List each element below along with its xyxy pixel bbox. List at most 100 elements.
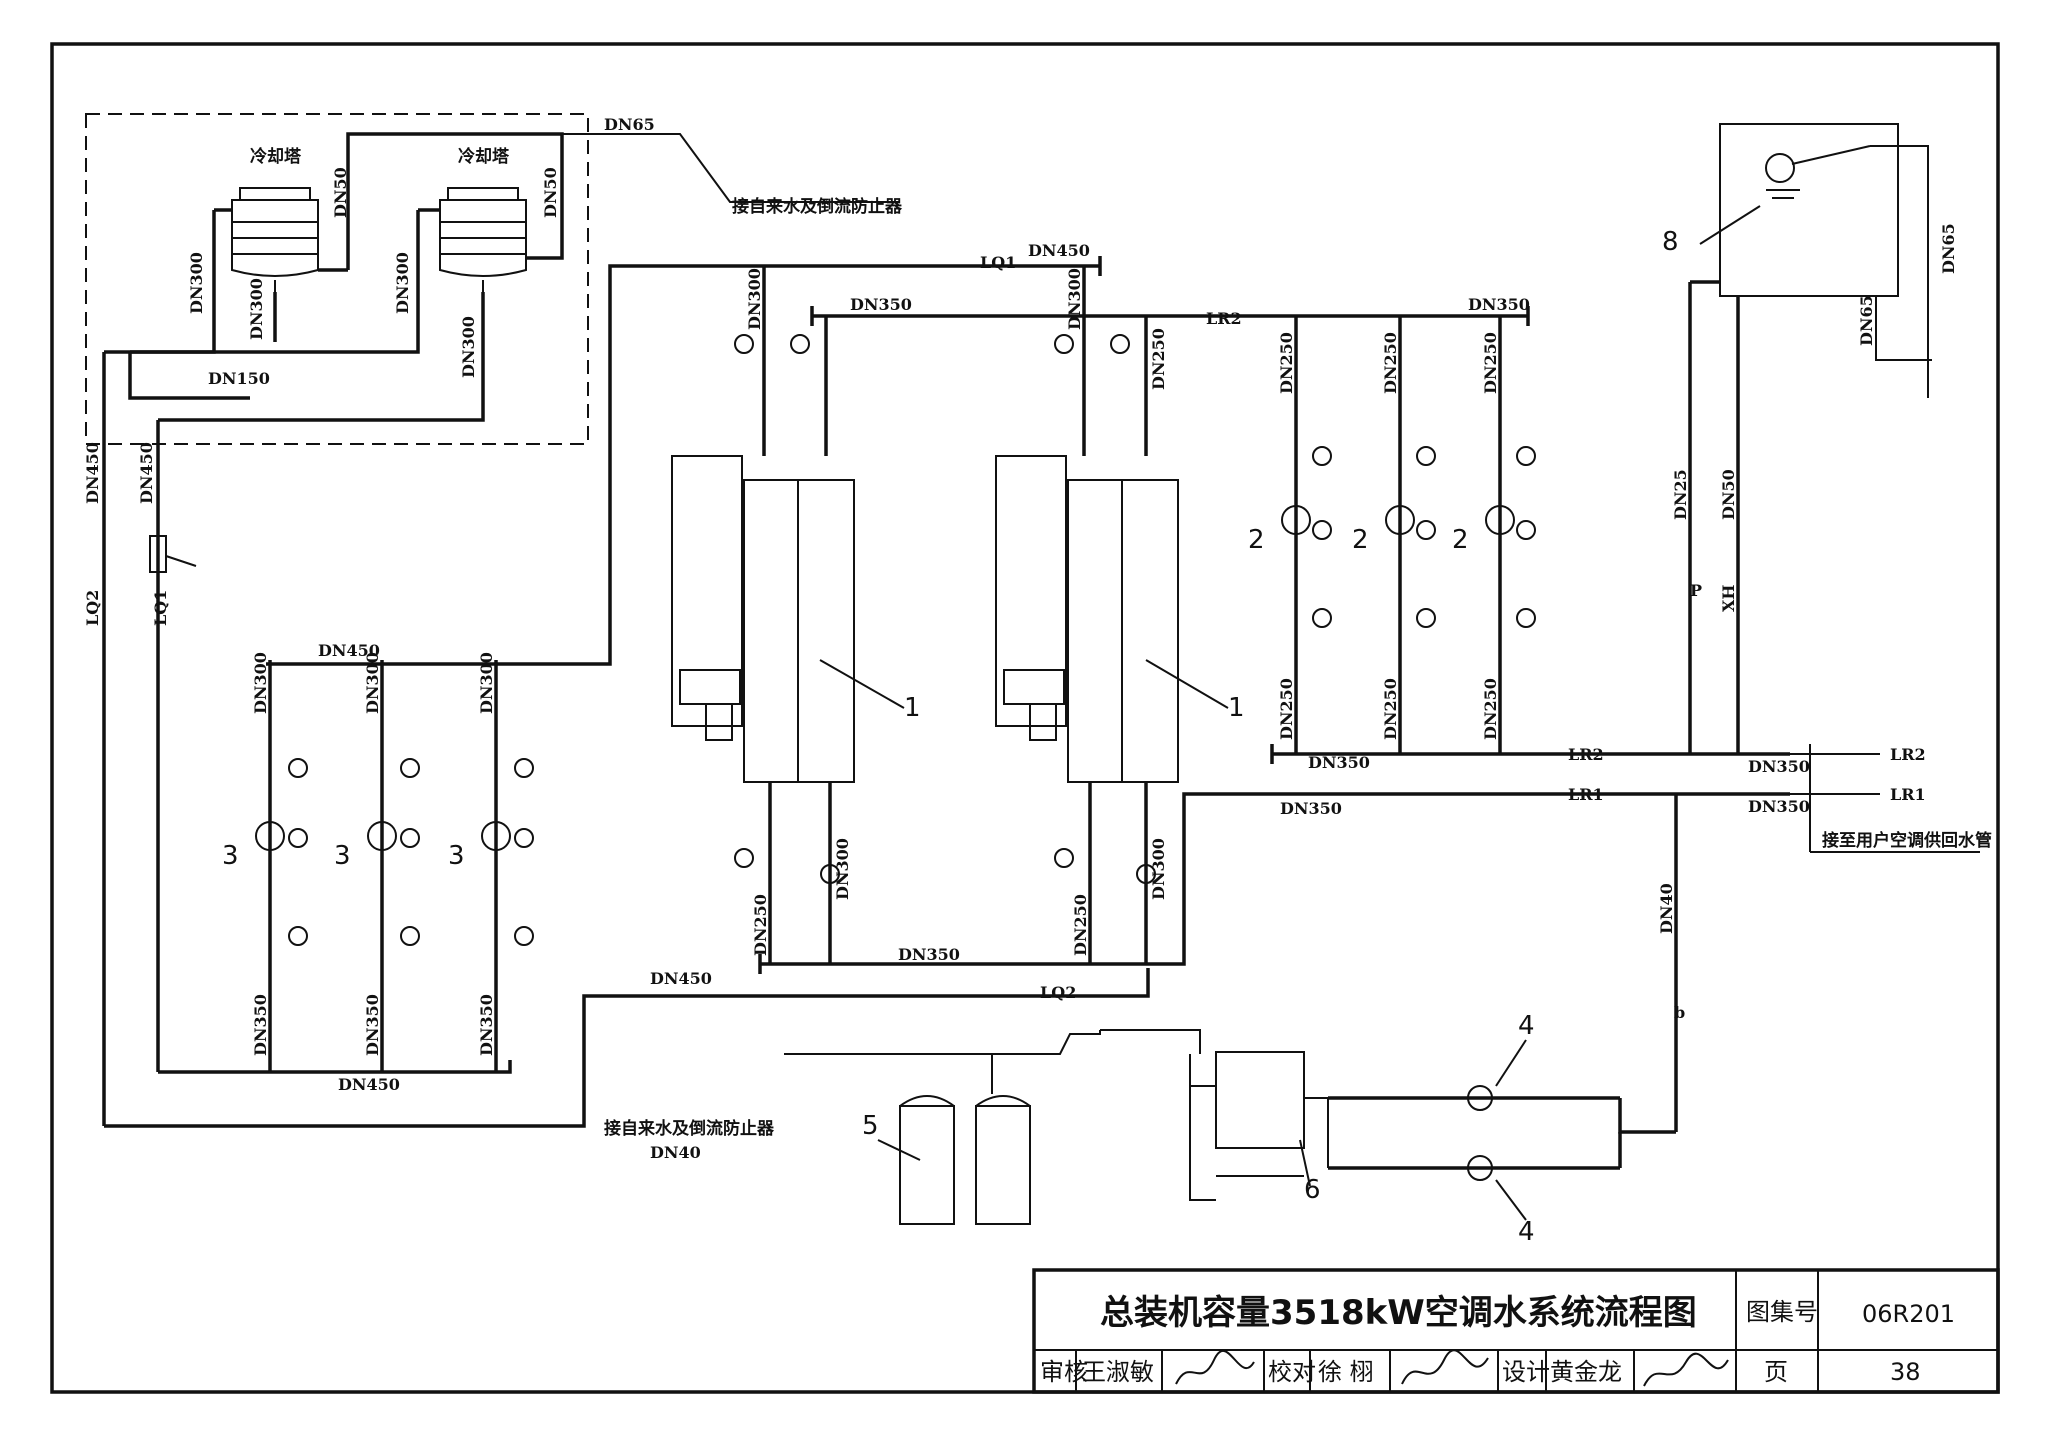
svg-text:DN250: DN250	[1481, 678, 1500, 740]
svg-text:DN350: DN350	[477, 994, 496, 1056]
equipment-number: 2	[1248, 525, 1265, 555]
checker-name: 徐 栩	[1318, 1358, 1374, 1386]
svg-text:LQ1: LQ1	[980, 253, 1016, 272]
equipment-number: 3	[222, 841, 239, 871]
svg-text:DN300: DN300	[393, 252, 412, 314]
cooling-tower-label: 冷却塔	[458, 146, 510, 167]
drawing-frame	[50, 42, 2000, 1394]
svg-text:LQ2: LQ2	[1040, 983, 1076, 1002]
svg-text:DN300: DN300	[833, 838, 852, 900]
makeup-pump-group: 4 4	[1304, 1011, 1676, 1247]
svg-text:LQ1: LQ1	[151, 590, 170, 626]
equipment-number: 2	[1452, 525, 1469, 555]
svg-text:DN350: DN350	[1468, 295, 1530, 314]
equipment-number: 8	[1662, 227, 1679, 257]
svg-text:DN450: DN450	[1028, 241, 1090, 260]
svg-text:DN350: DN350	[1748, 797, 1810, 816]
svg-text:DN300: DN300	[363, 652, 382, 714]
cooling-tower-zone	[85, 113, 589, 445]
note-water-supply-top: 接自来水及倒流防止器	[732, 196, 903, 217]
svg-text:DN250: DN250	[1481, 332, 1500, 394]
svg-text:DN350: DN350	[251, 994, 270, 1056]
equipment-number: 5	[862, 1111, 879, 1141]
svg-text:LR2: LR2	[1890, 745, 1926, 764]
pipe-labels: DN65 DN450 LQ1 DN350 LR2 DN350 DN150 DN4…	[83, 115, 1958, 1162]
cooling-tower-2: 冷却塔	[439, 146, 527, 292]
svg-text:LR1: LR1	[1890, 785, 1926, 804]
svg-text:DN65: DN65	[1857, 295, 1876, 346]
atlas-label: 图集号	[1746, 1298, 1818, 1326]
chilled-pump-group: 2 2 2	[1248, 316, 1790, 764]
reviewer-name: 王淑敏	[1082, 1358, 1154, 1386]
filter-7	[149, 535, 167, 573]
chiller-piping	[734, 266, 1790, 974]
svg-text:b: b	[1674, 1003, 1685, 1022]
svg-text:LR1: LR1	[1568, 785, 1604, 804]
expansion-tank-8: 8	[1662, 123, 1932, 398]
svg-text:DN300: DN300	[1065, 268, 1084, 330]
svg-text:LR2: LR2	[1568, 745, 1604, 764]
equipment-number: 3	[448, 841, 465, 871]
review-label: 审核	[1040, 1358, 1088, 1386]
equipment-number: 4	[1518, 1217, 1535, 1247]
svg-text:DN350: DN350	[898, 945, 960, 964]
page-number: 38	[1890, 1358, 1921, 1386]
svg-text:DN350: DN350	[363, 994, 382, 1056]
svg-text:DN250: DN250	[1277, 332, 1296, 394]
svg-text:DN300: DN300	[745, 268, 764, 330]
svg-text:DN25: DN25	[1671, 469, 1690, 520]
note-user-supply-return: 接至用户空调供回水管	[1822, 830, 1992, 851]
svg-text:DN450: DN450	[137, 442, 156, 504]
page-label: 页	[1764, 1358, 1788, 1386]
drawing-title: 总装机容量3518kW空调水系统流程图	[1100, 1293, 1697, 1333]
svg-text:DN450: DN450	[338, 1075, 400, 1094]
svg-text:DN40: DN40	[650, 1143, 701, 1162]
svg-text:XH: XH	[1719, 584, 1738, 612]
svg-text:DN300: DN300	[459, 316, 478, 378]
svg-text:P: P	[1690, 581, 1702, 600]
svg-text:DN450: DN450	[83, 442, 102, 504]
svg-text:DN300: DN300	[187, 252, 206, 314]
svg-text:DN65: DN65	[1939, 223, 1958, 274]
design-label: 设计	[1502, 1358, 1550, 1386]
atlas-number: 06R201	[1862, 1300, 1955, 1328]
svg-text:DN300: DN300	[1149, 838, 1168, 900]
svg-text:DN65: DN65	[604, 115, 655, 134]
check-label: 校对	[1268, 1358, 1316, 1386]
equipment-number: 2	[1352, 525, 1369, 555]
svg-text:DN50: DN50	[1719, 469, 1738, 520]
cooling-water-piping	[102, 208, 485, 1126]
soft-water-tank-6: 6	[1189, 1051, 1321, 1205]
lq-mains	[104, 256, 1150, 1128]
svg-text:DN250: DN250	[1277, 678, 1296, 740]
chiller-1: 1	[671, 455, 921, 783]
cooling-tower-1: 冷却塔	[231, 146, 319, 292]
svg-text:DN350: DN350	[850, 295, 912, 314]
svg-text:DN450: DN450	[318, 641, 380, 660]
equipment-number: 1	[904, 693, 921, 723]
designer-signature	[1643, 1352, 1729, 1387]
tower-makeup-piping	[318, 132, 900, 272]
svg-text:DN250: DN250	[1149, 328, 1168, 390]
designer-name: 黄金龙	[1550, 1358, 1622, 1386]
svg-text:DN300: DN300	[247, 278, 266, 340]
cooling-pump-group: 3 3 3	[222, 758, 534, 946]
lr-mains	[1674, 282, 1980, 1132]
equipment-number: 3	[334, 841, 351, 871]
water-treatment-5: 5	[784, 1029, 1201, 1225]
reviewer-signature	[1175, 1350, 1255, 1385]
svg-text:DN50: DN50	[331, 167, 350, 218]
svg-text:DN50: DN50	[541, 167, 560, 218]
svg-text:DN250: DN250	[1381, 678, 1400, 740]
svg-text:DN150: DN150	[208, 369, 270, 388]
svg-text:DN350: DN350	[1308, 753, 1370, 772]
equipment-number: 4	[1518, 1011, 1535, 1041]
equipment-number: 6	[1304, 1175, 1321, 1205]
title-block: 总装机容量3518kW空调水系统流程图 图集号 06R201 审核 王淑敏 校对…	[1032, 1268, 2000, 1394]
svg-text:DN40: DN40	[1657, 883, 1676, 934]
svg-text:DN250: DN250	[1071, 894, 1090, 956]
cooling-tower-label: 冷却塔	[250, 146, 302, 167]
svg-text:DN350: DN350	[1280, 799, 1342, 818]
svg-text:DN300: DN300	[251, 652, 270, 714]
svg-text:DN450: DN450	[650, 969, 712, 988]
